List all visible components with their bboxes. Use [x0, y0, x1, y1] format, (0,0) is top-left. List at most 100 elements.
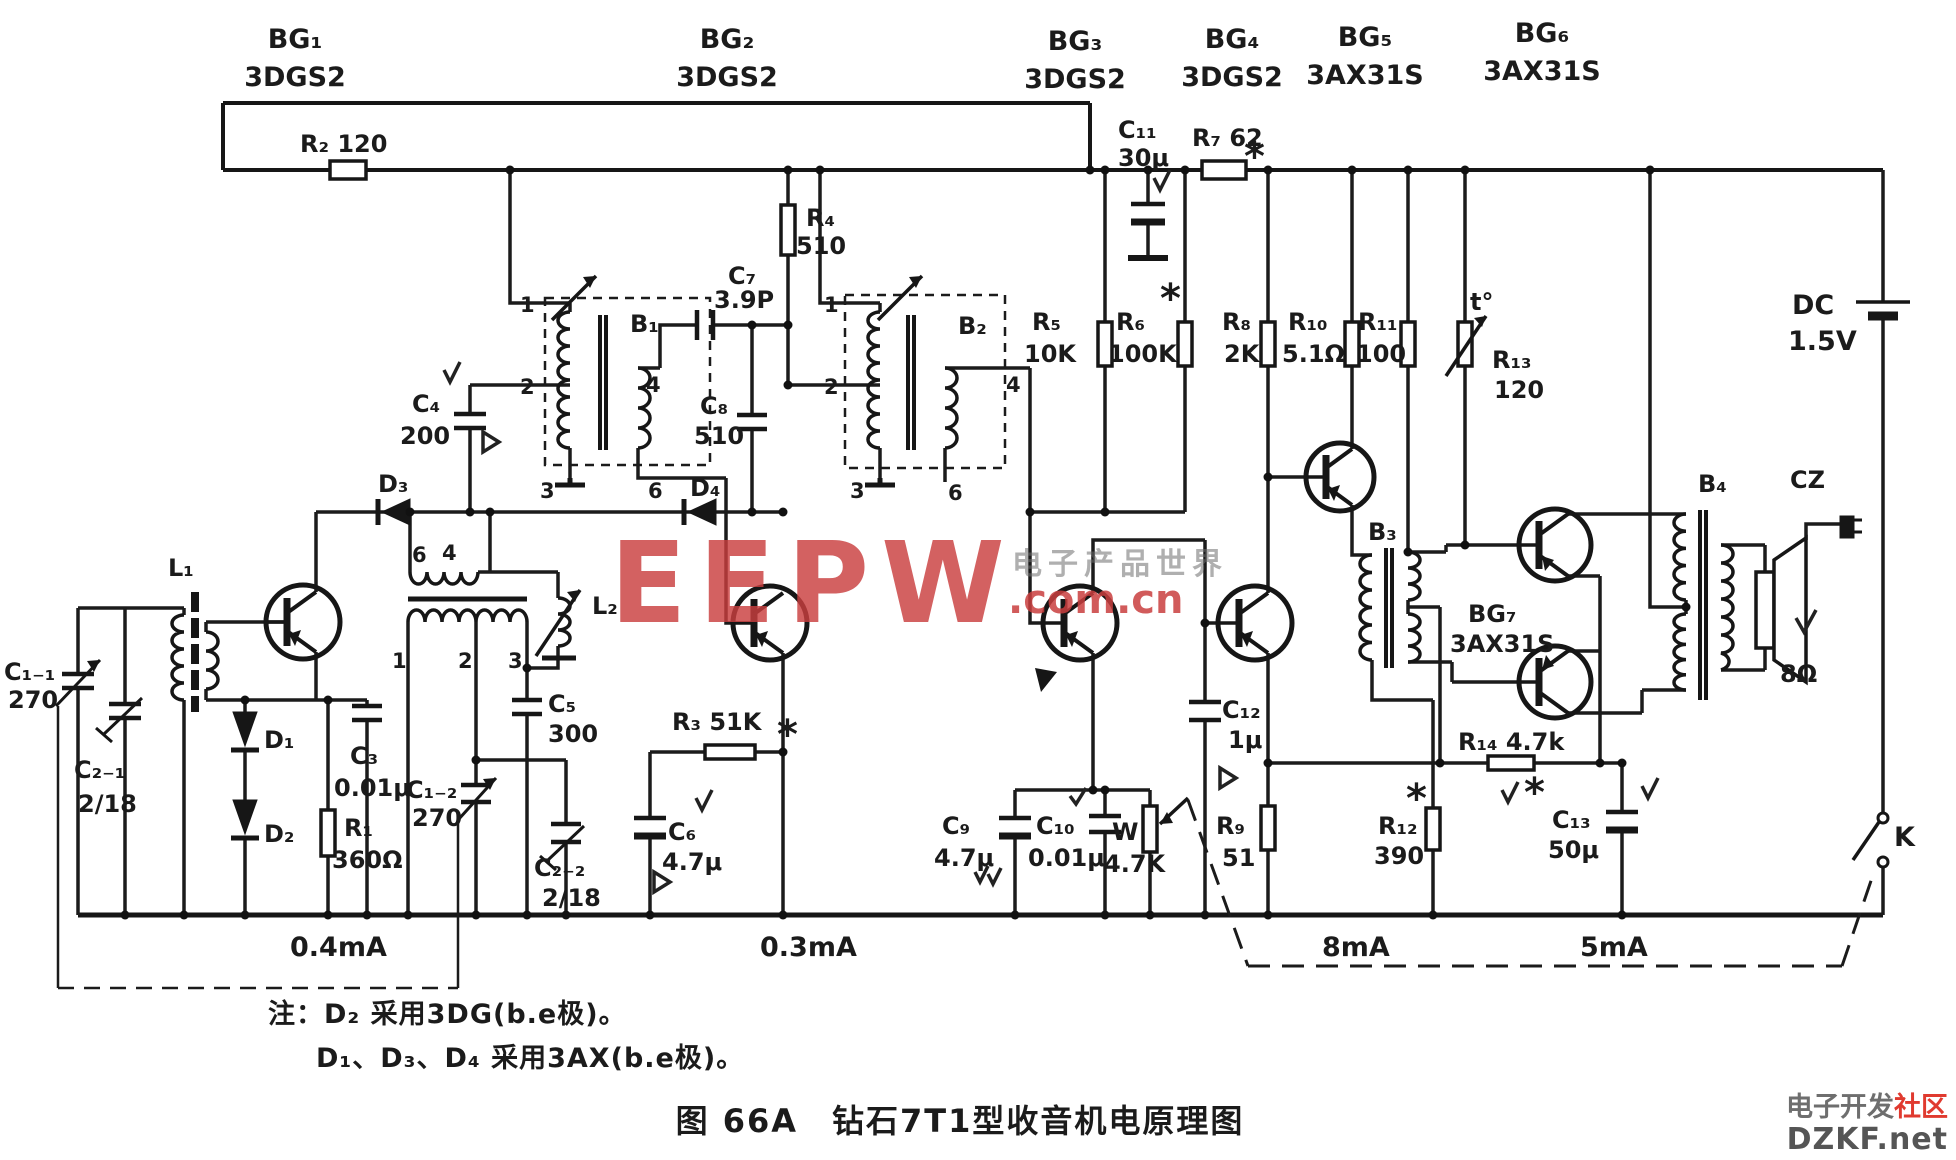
resistor-r3: [703, 743, 757, 761]
label-current-4: 5mA: [1580, 932, 1648, 963]
label-k: K: [1894, 822, 1916, 853]
mark-star-r14: *: [1524, 770, 1545, 816]
transistor-bg2: [730, 583, 810, 663]
transistor-bg1: [263, 582, 343, 662]
diodes: [231, 498, 717, 841]
power-rails: [78, 101, 1883, 918]
label-bg7: BG₇: [1468, 600, 1517, 628]
l1-primary: [170, 613, 185, 702]
pin-b1-6: 6: [648, 479, 663, 503]
label-bg2: BG₂: [700, 24, 755, 55]
resistor-r12: [1424, 806, 1442, 852]
label-c2-1-value: 2/18: [78, 790, 137, 818]
label-current-1: 0.4mA: [290, 932, 387, 963]
pin-b1-4: 4: [646, 373, 661, 397]
resistors: [319, 159, 1536, 858]
label-r5: R₅: [1032, 308, 1061, 336]
label-r8: R₈: [1222, 308, 1251, 336]
label-d3: D₃: [378, 470, 408, 498]
potentiometer-w: [1141, 804, 1159, 854]
b3-primary: [1358, 553, 1373, 662]
label-r3: R₃ 51K: [672, 708, 763, 736]
label-c1-1-value: 270: [8, 686, 58, 714]
b1-core: [598, 315, 608, 450]
badge-site: 电子开发: [1786, 1092, 1894, 1123]
label-c11-value: 30μ: [1118, 144, 1169, 172]
pin-b1-3: 3: [540, 479, 555, 503]
battery-dc: [1856, 300, 1910, 321]
capacitors: [54, 201, 1638, 872]
label-c7-value: 3.9P: [714, 286, 774, 314]
diode-d4: [686, 498, 717, 526]
label-r11: R₁₁: [1358, 308, 1398, 336]
transistors: [263, 440, 1594, 721]
b4-core: [1698, 510, 1708, 700]
b2-core: [906, 315, 916, 450]
label-bg5-part: 3AX31S: [1306, 60, 1424, 91]
figure-title: 图 66A 钻石7T1型收音机电原理图: [675, 1102, 1245, 1140]
label-w: W: [1112, 818, 1138, 846]
label-c2-1: C₂₋₁: [74, 756, 125, 784]
label-r8-value: 2K: [1224, 340, 1261, 368]
pin-b2-1: 1: [824, 293, 839, 317]
label-r6-value: 100K: [1108, 340, 1178, 368]
label-c1-2: C₁₋₂: [406, 776, 457, 804]
resistor-r13-thermistor: [1456, 320, 1474, 368]
resistor-r4: [779, 203, 797, 257]
transformers-coils: [170, 274, 1735, 712]
label-r11-value: 100: [1356, 340, 1406, 368]
label-c7: C₇: [728, 262, 756, 290]
b1-ground: [555, 478, 585, 488]
transistor-bg5: [1303, 440, 1377, 514]
resistor-r7: [1200, 159, 1248, 181]
resistor-r6: [1176, 320, 1194, 368]
label-c4-value: 200: [400, 422, 450, 450]
label-r14: R₁₄ 4.7k: [1458, 728, 1565, 756]
wires: [76, 170, 1885, 915]
label-c6-value: 4.7μ: [662, 848, 722, 876]
label-r2: R₂ 120: [300, 130, 387, 158]
label-r13-value: 120: [1494, 376, 1544, 404]
label-c1-1: C₁₋₁: [4, 658, 55, 686]
label-r1: R₁: [344, 814, 373, 842]
label-c1-2-value: 270: [412, 804, 462, 832]
label-r1-value: 360Ω: [332, 846, 403, 874]
pin-osc-1: 1: [392, 649, 407, 673]
label-c8: C₈: [700, 392, 728, 420]
label-c8-value: 510: [694, 422, 744, 450]
osc-coil-top: [408, 571, 480, 586]
earphone-jack: [1839, 515, 1855, 539]
label-l1: L₁: [168, 554, 194, 582]
agc-arrow: [1035, 668, 1057, 692]
label-r7: R₇ 62: [1192, 124, 1263, 152]
b2-shield-box: [843, 293, 1007, 470]
label-r4-value: 510: [796, 232, 846, 260]
switch-link-dash: [1186, 799, 1876, 968]
label-c2-2: C₂₋₂: [534, 854, 585, 882]
pin-b2-6: 6: [948, 481, 963, 505]
pin-b2-2: 2: [824, 375, 839, 399]
speaker-cz: [1754, 515, 1862, 686]
osc-coil-bottom: [406, 608, 529, 623]
label-r12: R₁₂: [1378, 812, 1418, 840]
switch-k: [1851, 811, 1890, 869]
label-current-3: 8mA: [1322, 932, 1390, 963]
resistor-r10: [1343, 320, 1361, 368]
label-bg3-part: 3DGS2: [1024, 64, 1126, 95]
speaker-cone: [1772, 534, 1808, 686]
speaker-driver: [1754, 570, 1776, 650]
mark-star-r6: *: [1160, 276, 1181, 322]
label-r5-value: 10K: [1024, 340, 1077, 368]
label-c9-value: 4.7μ: [934, 844, 994, 872]
pin-b1-2: 2: [520, 375, 535, 399]
b4-primary-2: [1672, 612, 1687, 692]
label-r9: R₉: [1216, 812, 1245, 840]
resistor-r8: [1259, 320, 1277, 368]
label-c12-value: 1μ: [1228, 726, 1262, 754]
label-bg3: BG₃: [1048, 26, 1103, 57]
label-bg1: BG₁: [268, 24, 323, 55]
label-r6: R₆: [1116, 308, 1145, 336]
b2-secondary: [944, 366, 959, 450]
label-c10-value: 0.01μ: [1028, 844, 1105, 872]
